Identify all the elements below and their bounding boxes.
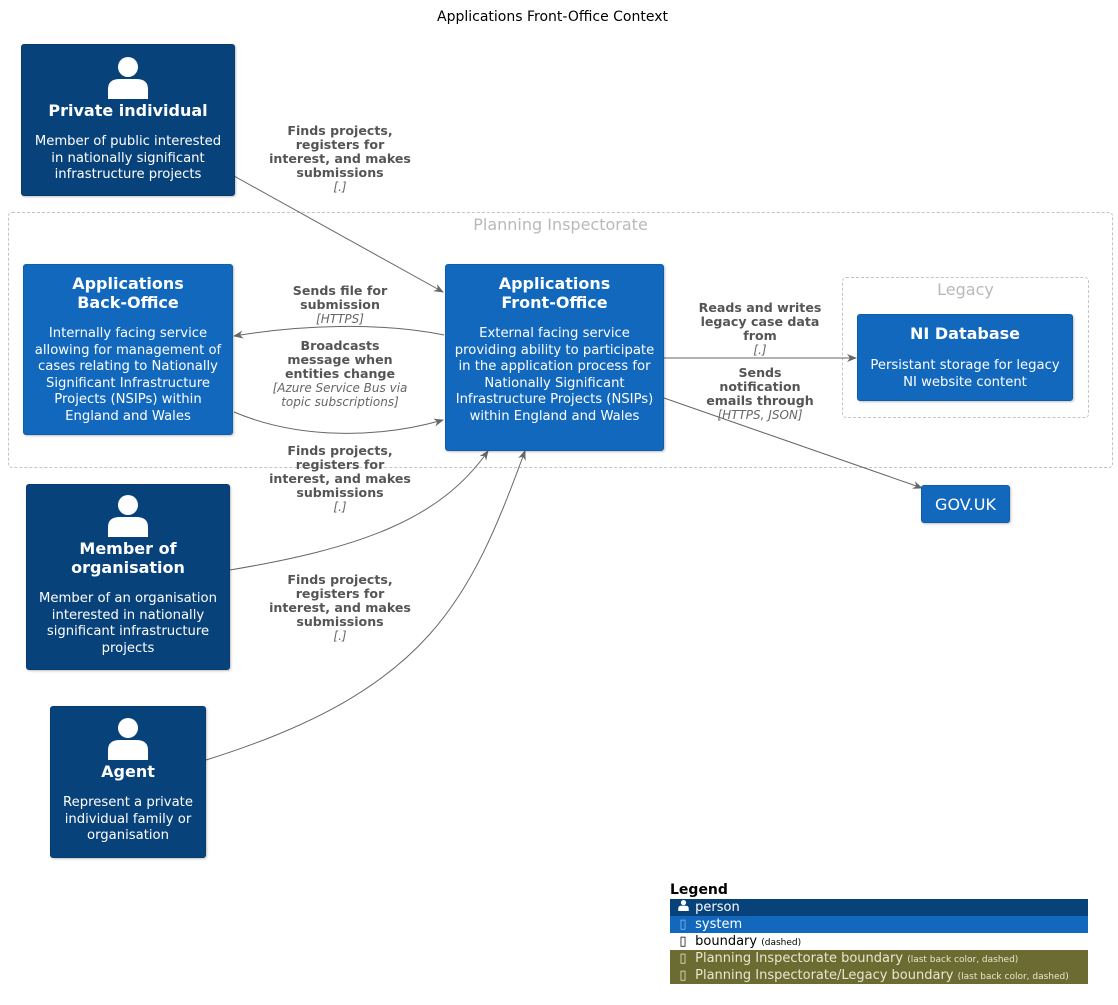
legend-label: boundary	[695, 934, 758, 949]
legend-label: system	[695, 917, 743, 932]
legend-item-person: person	[670, 899, 1088, 916]
legend-label: Planning Inspectorate boundary	[695, 951, 904, 966]
node-name: Applications Front-Office	[498, 274, 611, 312]
node-description: Represent a private individual family or…	[63, 795, 193, 843]
edge-label-text: Broadcasts message when entities change	[284, 338, 396, 381]
node-name: Private individual	[48, 101, 208, 120]
edge-private-to-front	[233, 175, 444, 293]
edge-label-tech: [.]	[333, 500, 347, 514]
person-icon	[108, 495, 148, 537]
edge-front-to-govuk	[663, 397, 923, 489]
node-name: Applications Back-Office	[72, 274, 184, 312]
edge-label-tech: [.]	[333, 180, 347, 194]
node-private-individual[interactable]: Private individual Member of public inte…	[21, 44, 235, 196]
node-name: GOV.UK	[935, 495, 996, 514]
node-description: Member of an organisation interested in …	[39, 591, 217, 656]
boundary-icon: ▯	[679, 968, 687, 983]
edge-label-member-to-front: Finds projects, registers for interest, …	[268, 443, 412, 515]
edge-label-text: Finds projects, registers for interest, …	[269, 443, 411, 500]
boundary-icon: ▯	[679, 934, 687, 949]
node-applications-back-office[interactable]: Applications Back-Office Internally faci…	[23, 264, 233, 435]
legacy-boundary: Legacy	[842, 277, 1089, 418]
edge-label-tech: [Azure Service Bus via topic subscriptio…	[272, 381, 408, 409]
node-description: External facing service providing abilit…	[454, 326, 655, 424]
edge-label-front-to-ni: Reads and writes legacy case data from […	[690, 300, 830, 358]
legend-note: (last back color, dashed)	[957, 972, 1069, 982]
node-name: Member of organisation	[71, 539, 185, 577]
person-icon	[108, 718, 148, 760]
edge-label-tech: [.]	[333, 629, 347, 643]
legend-item-planning-boundary: ▯ Planning Inspectorate boundary (last b…	[670, 950, 1088, 967]
node-name: NI Database	[909, 324, 1021, 343]
edge-label-front-to-govuk: Sends notification emails through [HTTPS…	[690, 365, 830, 423]
person-icon	[108, 57, 148, 99]
node-gov-uk[interactable]: GOV.UK	[921, 485, 1010, 523]
node-agent[interactable]: Agent Represent a private individual fam…	[50, 706, 206, 858]
edge-label-front-to-back: Sends file for submission [HTTPS]	[284, 283, 396, 327]
planning-inspectorate-boundary: Planning Inspectorate	[8, 212, 1113, 468]
legend-note: (dashed)	[761, 938, 802, 948]
legend-note: (last back color, dashed)	[907, 955, 1019, 965]
system-icon: ▯	[679, 917, 687, 932]
legend-item-system: ▯ system	[670, 916, 1088, 933]
node-description: Internally facing service allowing for m…	[34, 326, 222, 424]
edge-label-back-to-front: Broadcasts message when entities change …	[264, 338, 416, 410]
legend-title: Legend	[670, 882, 728, 898]
edge-label-text: Finds projects, registers for interest, …	[269, 572, 411, 629]
edge-member-to-front	[229, 450, 489, 571]
edge-front-to-back	[233, 325, 445, 339]
legend-item-boundary: ▯ boundary (dashed)	[670, 933, 1088, 950]
edge-label-tech: [HTTPS]	[316, 312, 364, 326]
legacy-label: Legacy	[937, 280, 994, 299]
edge-label-text: Reads and writes legacy case data from	[698, 300, 822, 343]
node-description: Persistant storage for legacy NI website…	[870, 358, 1060, 390]
node-ni-database[interactable]: NI Database Persistant storage for legac…	[857, 314, 1073, 401]
boundary-icon: ▯	[679, 951, 687, 966]
legend-label: person	[695, 900, 740, 915]
legend: Legend person ▯ system ▯ boundary (dashe…	[670, 882, 1088, 984]
edge-label-tech: [HTTPS, JSON]	[717, 408, 803, 422]
edge-label-tech: [.]	[753, 343, 767, 357]
planning-inspectorate-label: Planning Inspectorate	[473, 215, 648, 234]
node-applications-front-office[interactable]: Applications Front-Office External facin…	[445, 264, 664, 451]
edge-label-text: Sends notification emails through	[706, 365, 814, 408]
edge-label-agent-to-front: Finds projects, registers for interest, …	[268, 572, 412, 644]
edge-agent-to-front	[205, 450, 526, 761]
node-name: Agent	[101, 762, 155, 781]
node-description: Member of public interested in nationall…	[34, 134, 222, 182]
legend-label: Planning Inspectorate/Legacy boundary	[695, 968, 954, 983]
edge-label-text: Sends file for submission	[292, 283, 388, 312]
legend-item-legacy-boundary: ▯ Planning Inspectorate/Legacy boundary …	[670, 967, 1088, 984]
node-member-of-organisation[interactable]: Member of organisation Member of an orga…	[26, 484, 230, 670]
diagram-title: Applications Front-Office Context	[437, 9, 668, 25]
edge-back-to-front	[233, 411, 444, 434]
person-icon	[675, 899, 691, 916]
edge-label-private-to-front: Finds projects, registers for interest, …	[268, 123, 412, 195]
edge-label-text: Finds projects, registers for interest, …	[269, 123, 411, 180]
